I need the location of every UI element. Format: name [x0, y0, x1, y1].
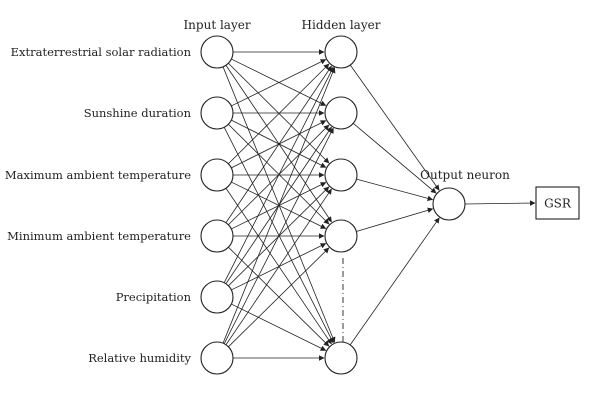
input-hidden-connection	[231, 303, 327, 351]
input-label: Sunshine duration	[84, 106, 192, 120]
input-hidden-connection	[228, 123, 330, 225]
hidden-output-connection	[349, 217, 440, 346]
hidden-output-connection	[356, 207, 434, 232]
input-hidden-connection	[223, 127, 334, 344]
input-neuron	[200, 280, 234, 314]
input-hidden-connection	[222, 67, 336, 344]
input-label: Maximum ambient temperature	[5, 168, 191, 182]
input-hidden-connection	[228, 247, 330, 348]
hidden-layer-header: Hidden layer	[302, 18, 381, 32]
neurons	[200, 35, 466, 375]
hidden-neuron	[324, 341, 358, 375]
input-layer-header: Input layer	[183, 18, 250, 32]
hidden-output-connection	[349, 64, 440, 191]
input-hidden-connection	[223, 127, 334, 344]
input-labels: Extraterrestrial solar radiationSunshine…	[5, 45, 192, 365]
input-neuron	[200, 96, 234, 130]
input-label: Minimum ambient temperature	[7, 229, 191, 243]
input-hidden-connection	[228, 63, 330, 165]
input-hidden-connection	[223, 66, 334, 283]
input-label: Extraterrestrial solar radiation	[11, 45, 192, 59]
input-hidden-connection	[225, 188, 332, 345]
connections	[222, 49, 536, 361]
hidden-neuron	[324, 158, 358, 192]
input-label: Relative humidity	[88, 351, 191, 365]
input-hidden-connection	[225, 65, 332, 223]
hidden-neuron	[324, 96, 358, 130]
output-neuron-header: Output neuron	[420, 168, 510, 182]
hidden-neuron	[324, 219, 358, 253]
output-neuron	[432, 187, 466, 221]
input-label: Precipitation	[116, 290, 192, 304]
input-hidden-connection	[228, 246, 330, 347]
input-neuron	[200, 341, 234, 375]
input-hidden-connection	[225, 188, 332, 345]
hidden-output-connection	[352, 123, 437, 194]
input-neuron	[200, 35, 234, 69]
gsr-output-box	[535, 186, 580, 220]
gsr-output-label: GSR	[544, 197, 572, 211]
input-neuron	[200, 158, 234, 192]
hidden-neuron	[324, 35, 358, 69]
output-to-gsr-connection	[464, 200, 536, 206]
input-hidden-connection	[231, 59, 327, 107]
input-neuron	[200, 219, 234, 253]
hidden-output-connection	[356, 178, 434, 201]
